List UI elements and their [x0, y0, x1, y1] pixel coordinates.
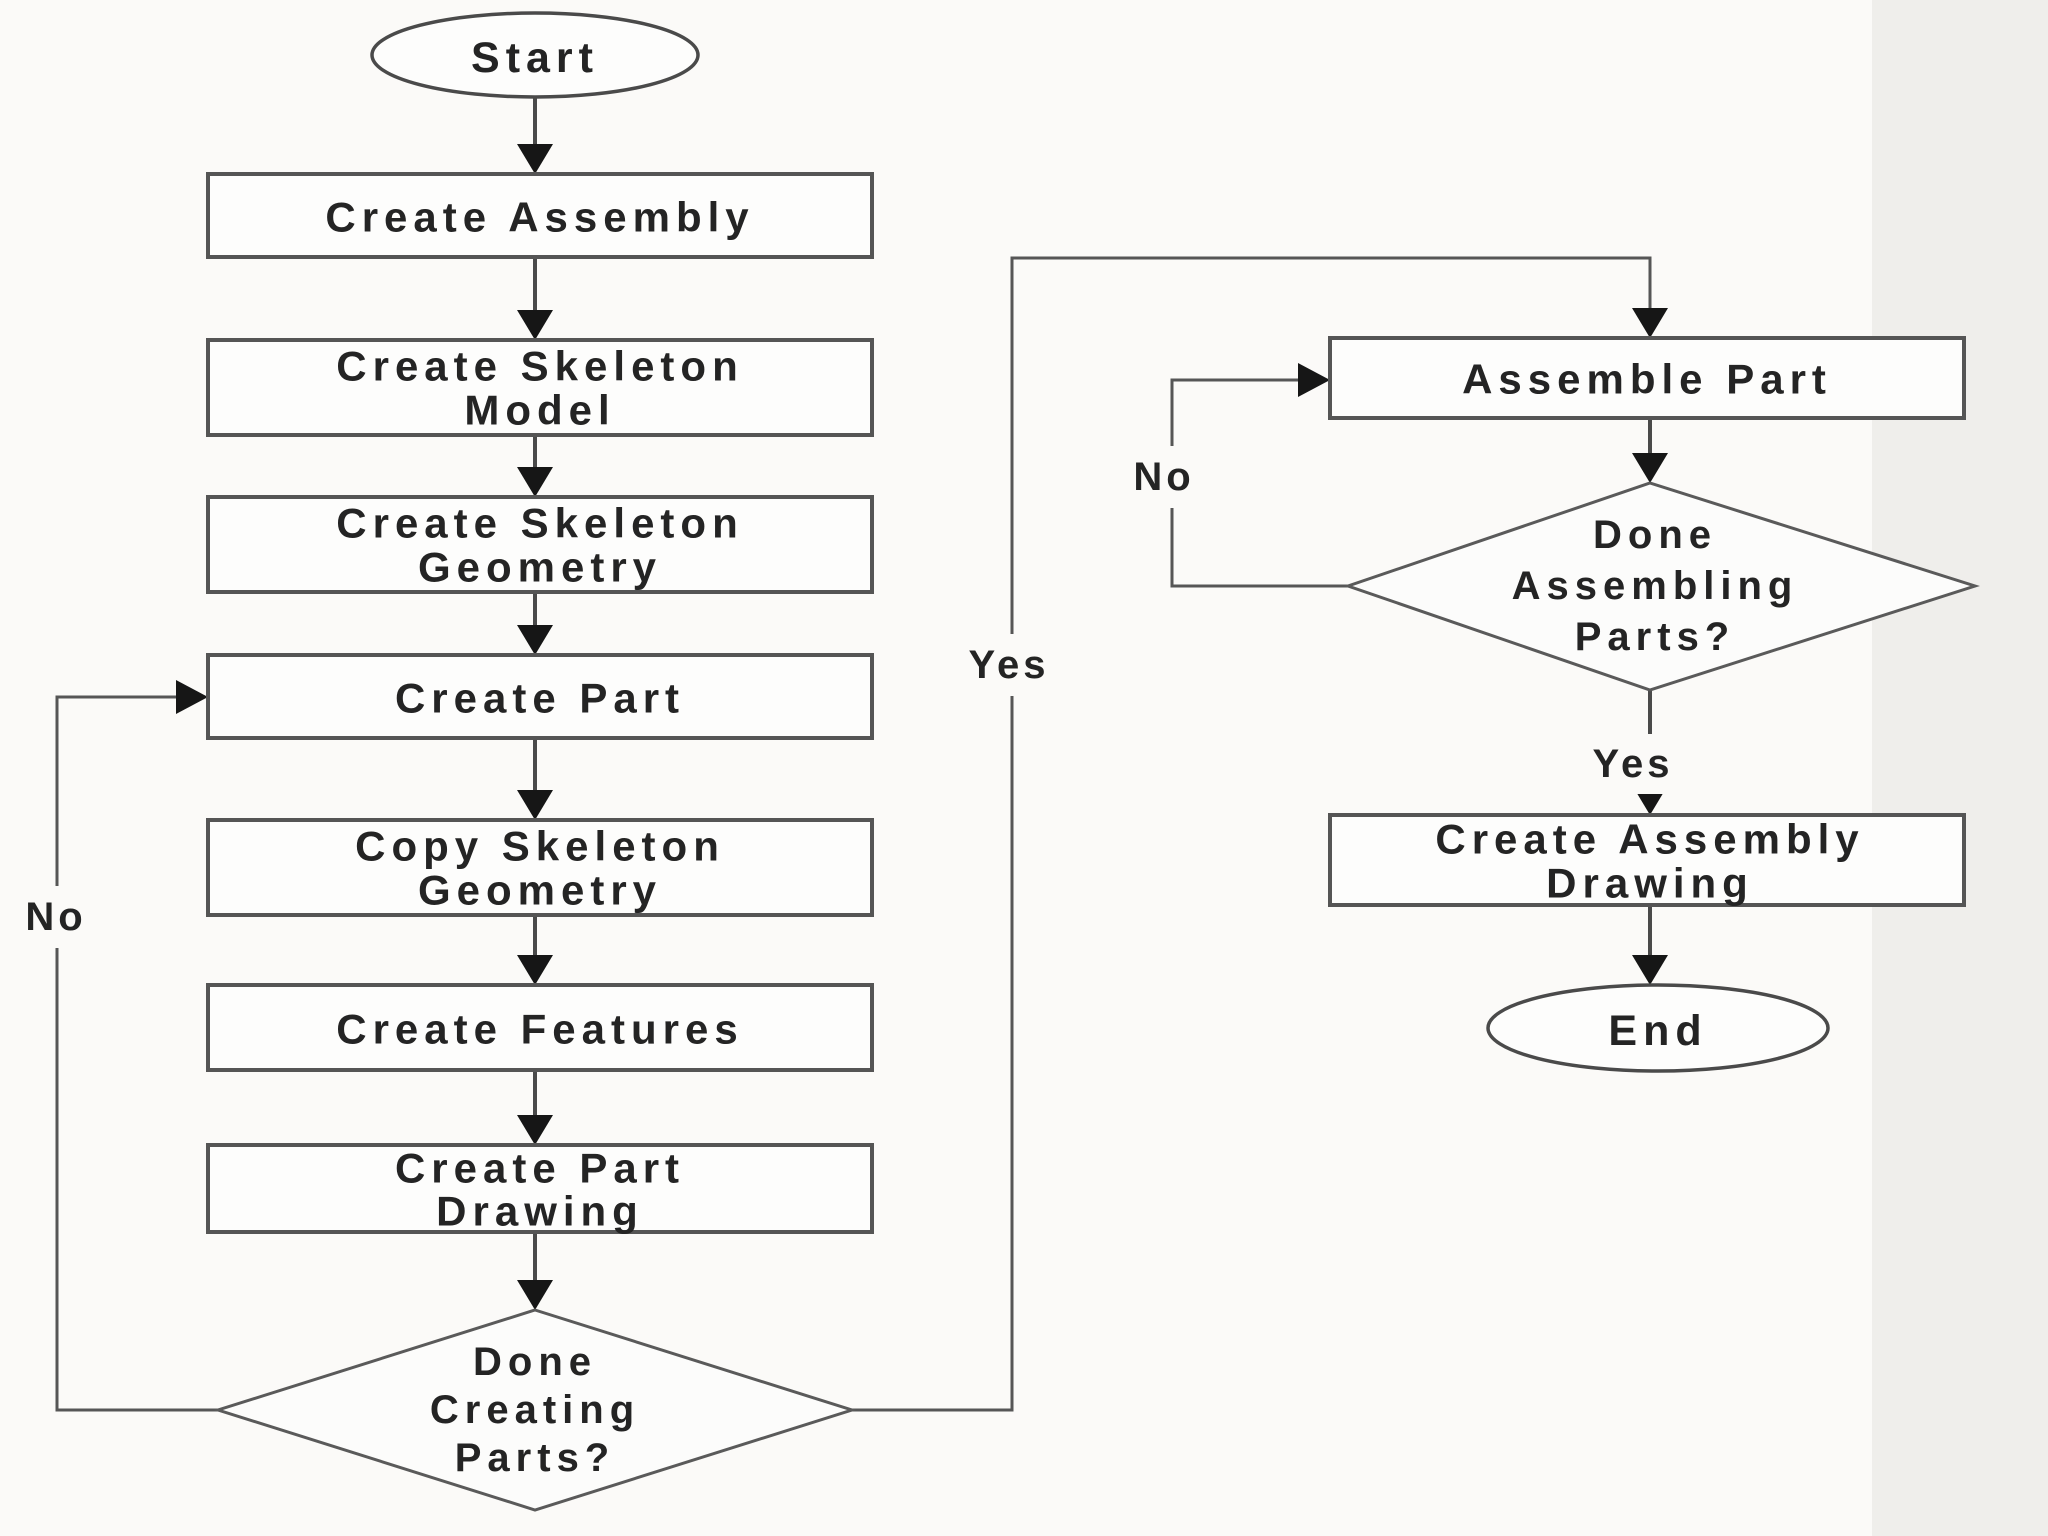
edge-yes-left: [852, 256, 1652, 1412]
arrowhead-part-drawing: [517, 1115, 553, 1145]
node-assemble-part: [1328, 336, 1966, 420]
arrowhead-assemble-part-top: [1632, 308, 1668, 338]
node-copy-skeleton-geometry-line2: Geometry: [418, 867, 662, 914]
node-create-skeleton-geometry: [206, 495, 874, 594]
node-create-assembly-drawing-line1: Create Assembly: [1435, 816, 1864, 863]
node-create-skeleton-geometry-line1: Create Skeleton: [336, 500, 743, 547]
node-create-features: [206, 983, 874, 1072]
arrowhead-create-part: [517, 625, 553, 655]
arrowhead-skeleton-model: [517, 310, 553, 340]
no-right-label-bg: [1106, 446, 1222, 508]
node-done-assembling-parts: [1343, 481, 1980, 692]
edge-labels: No Yes No Yes: [8, 446, 1708, 948]
node-done-creating-line1: Done: [473, 1340, 597, 1384]
arrowhead-skeleton-geometry: [517, 467, 553, 497]
node-done-assembling-line3: Parts?: [1575, 615, 1736, 659]
node-copy-skeleton-geometry-line1: Copy Skeleton: [355, 823, 725, 870]
node-end: [1486, 983, 1830, 1073]
yes-left-label-bg: [934, 634, 1084, 696]
arrowhead-no-loop-right: [1298, 363, 1330, 397]
node-done-creating-parts: [213, 1308, 857, 1512]
node-create-skeleton-model-line2: Model: [464, 387, 615, 434]
node-copy-skeleton-geometry: [206, 818, 874, 917]
no-left-label-bg: [8, 886, 104, 948]
arrowhead-done-assembling: [1632, 453, 1668, 483]
arrowhead-create-assembly: [517, 144, 553, 174]
arrowhead-no-loop-left: [176, 680, 208, 714]
node-create-part: [206, 653, 874, 740]
node-create-part-drawing-line2: Drawing: [436, 1188, 644, 1235]
yes-left-label: Yes: [969, 643, 1050, 687]
node-done-assembling-line1: Done: [1593, 513, 1717, 557]
node-end-label: End: [1608, 1007, 1707, 1055]
node-assemble-part-label: Assemble Part: [1462, 356, 1832, 403]
node-create-part-label: Create Part: [395, 675, 685, 722]
no-right-label: No: [1133, 455, 1194, 499]
node-create-part-drawing: [206, 1143, 874, 1234]
node-create-skeleton-model-line1: Create Skeleton: [336, 343, 743, 390]
page-edge-band: [1872, 0, 2048, 1536]
yes-right-label-bg: [1558, 734, 1708, 794]
arrowhead-create-features: [517, 955, 553, 985]
edge-no-loop-left: [55, 695, 218, 1412]
edges: [55, 97, 1668, 1412]
arrowhead-done-creating: [517, 1280, 553, 1310]
yes-right-label: Yes: [1593, 742, 1674, 786]
node-done-assembling-line2: Assembling: [1512, 564, 1799, 608]
node-create-part-drawing-line1: Create Part: [395, 1145, 685, 1192]
node-create-assembly: [206, 172, 874, 259]
arrowhead-end: [1632, 955, 1668, 985]
node-create-skeleton-model: [206, 338, 874, 437]
node-create-assembly-label: Create Assembly: [325, 194, 754, 241]
node-done-creating-line3: Parts?: [455, 1436, 616, 1480]
node-create-assembly-drawing-line2: Drawing: [1546, 860, 1754, 907]
node-done-creating-line2: Creating: [430, 1388, 640, 1432]
node-create-assembly-drawing: [1328, 813, 1966, 907]
node-start: [370, 11, 700, 99]
arrowhead-copy-geometry: [517, 790, 553, 820]
node-create-features-label: Create Features: [336, 1006, 743, 1053]
node-start-label: Start: [471, 34, 599, 82]
node-create-skeleton-geometry-line2: Geometry: [418, 544, 662, 591]
no-left-label: No: [25, 895, 86, 939]
